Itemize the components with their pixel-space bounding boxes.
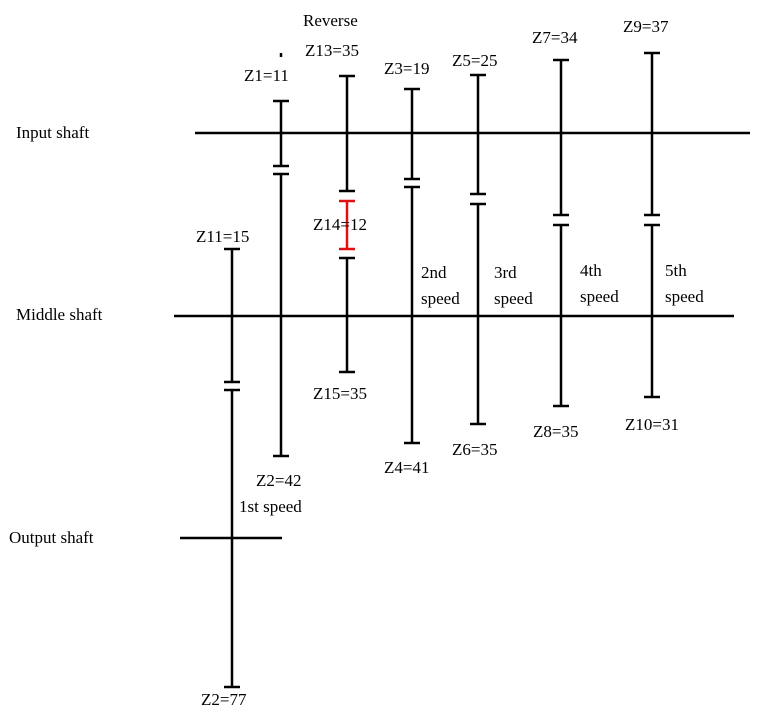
speed-label-second-line1: 2nd <box>421 263 447 282</box>
gear-label-z2-bottom: Z2=77 <box>201 690 247 709</box>
gear-label-z14: Z14=12 <box>313 215 367 234</box>
output-shaft-label: Output shaft <box>9 528 94 547</box>
gear-label-z7: Z7=34 <box>532 28 578 47</box>
gear-z11-pair <box>224 247 240 689</box>
speed-label-third-line1: 3rd <box>494 263 517 282</box>
gear-label-z9: Z9=37 <box>623 17 669 36</box>
speed-label-fourth-line2: speed <box>580 287 619 306</box>
gear-label-z4: Z4=41 <box>384 458 429 477</box>
gear-label-z13: Z13=35 <box>305 41 359 60</box>
speed-label-fifth-line2: speed <box>665 287 704 306</box>
middle-shaft-label: Middle shaft <box>16 305 103 324</box>
input-shaft-label: Input shaft <box>16 123 89 142</box>
gear-z3-pair <box>404 87 420 445</box>
speed-label-reverse: Reverse <box>303 11 358 30</box>
gear-label-z2-top: Z2=42 <box>256 471 301 490</box>
gear-label-z11: Z11=15 <box>196 227 249 246</box>
gear-label-z6: Z6=35 <box>452 440 497 459</box>
speed-label-first: 1st speed <box>239 497 302 516</box>
gear-label-z5: Z5=25 <box>452 51 497 70</box>
gear-label-z8: Z8=35 <box>533 422 578 441</box>
speed-label-fourth-line1: 4th <box>580 261 602 280</box>
gear-label-z15: Z15=35 <box>313 384 367 403</box>
gear-z5-pair <box>470 73 486 426</box>
speed-label-fifth-line1: 5th <box>665 261 687 280</box>
gear-label-z10: Z10=31 <box>625 415 679 434</box>
gear-label-z1: Z1=11 <box>244 66 289 85</box>
speed-label-third-line2: speed <box>494 289 533 308</box>
gear-reverse-train <box>339 74 355 374</box>
gear-z1-pair <box>273 53 289 458</box>
speed-label-second-line2: speed <box>421 289 460 308</box>
gear-z7-pair <box>553 58 569 408</box>
gear-label-z3: Z3=19 <box>384 59 429 78</box>
gear-z9-pair <box>644 51 660 399</box>
